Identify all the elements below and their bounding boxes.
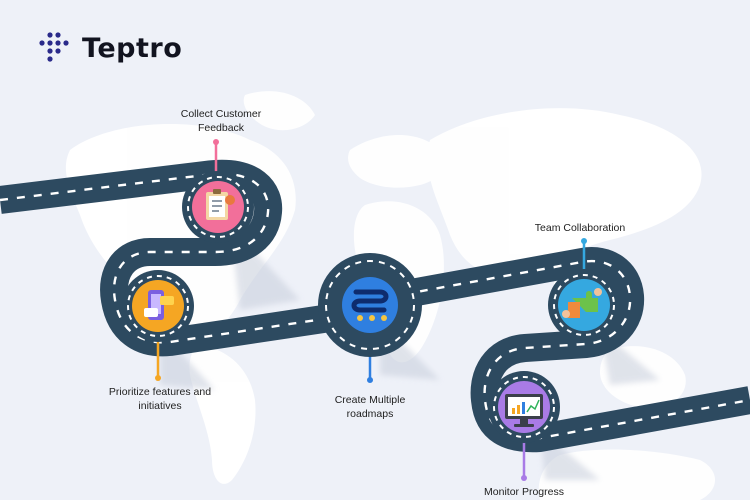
milestone-prioritize-features: [122, 270, 194, 381]
milestone-collect-feedback: [182, 139, 254, 243]
milestone-team-collaboration: [548, 238, 620, 341]
monitor-chart-icon: [505, 394, 543, 427]
grid-dots-logo-icon: [39, 32, 69, 62]
clipboard-feedback-icon: [206, 189, 235, 220]
step-label-prioritize-features: Prioritize features and initiatives: [108, 386, 212, 412]
step-label-create-roadmaps: Create Multiple roadmaps: [334, 394, 406, 420]
step-label-team-collaboration: Team Collaboration: [534, 222, 626, 234]
brand-name: Teptro: [82, 32, 183, 64]
step-label-collect-feedback: Collect Customer Feedback: [180, 108, 262, 134]
puzzle-hands-icon: [562, 288, 602, 318]
milestone-create-roadmaps: [318, 253, 422, 383]
roadmap-path-icon: [351, 289, 389, 321]
brand-logo[interactable]: Teptro: [38, 30, 182, 66]
milestone-monitor-progress: [488, 371, 560, 481]
step-label-monitor-progress: Monitor Progress: [484, 486, 564, 498]
checklist-phone-icon: [144, 290, 174, 320]
